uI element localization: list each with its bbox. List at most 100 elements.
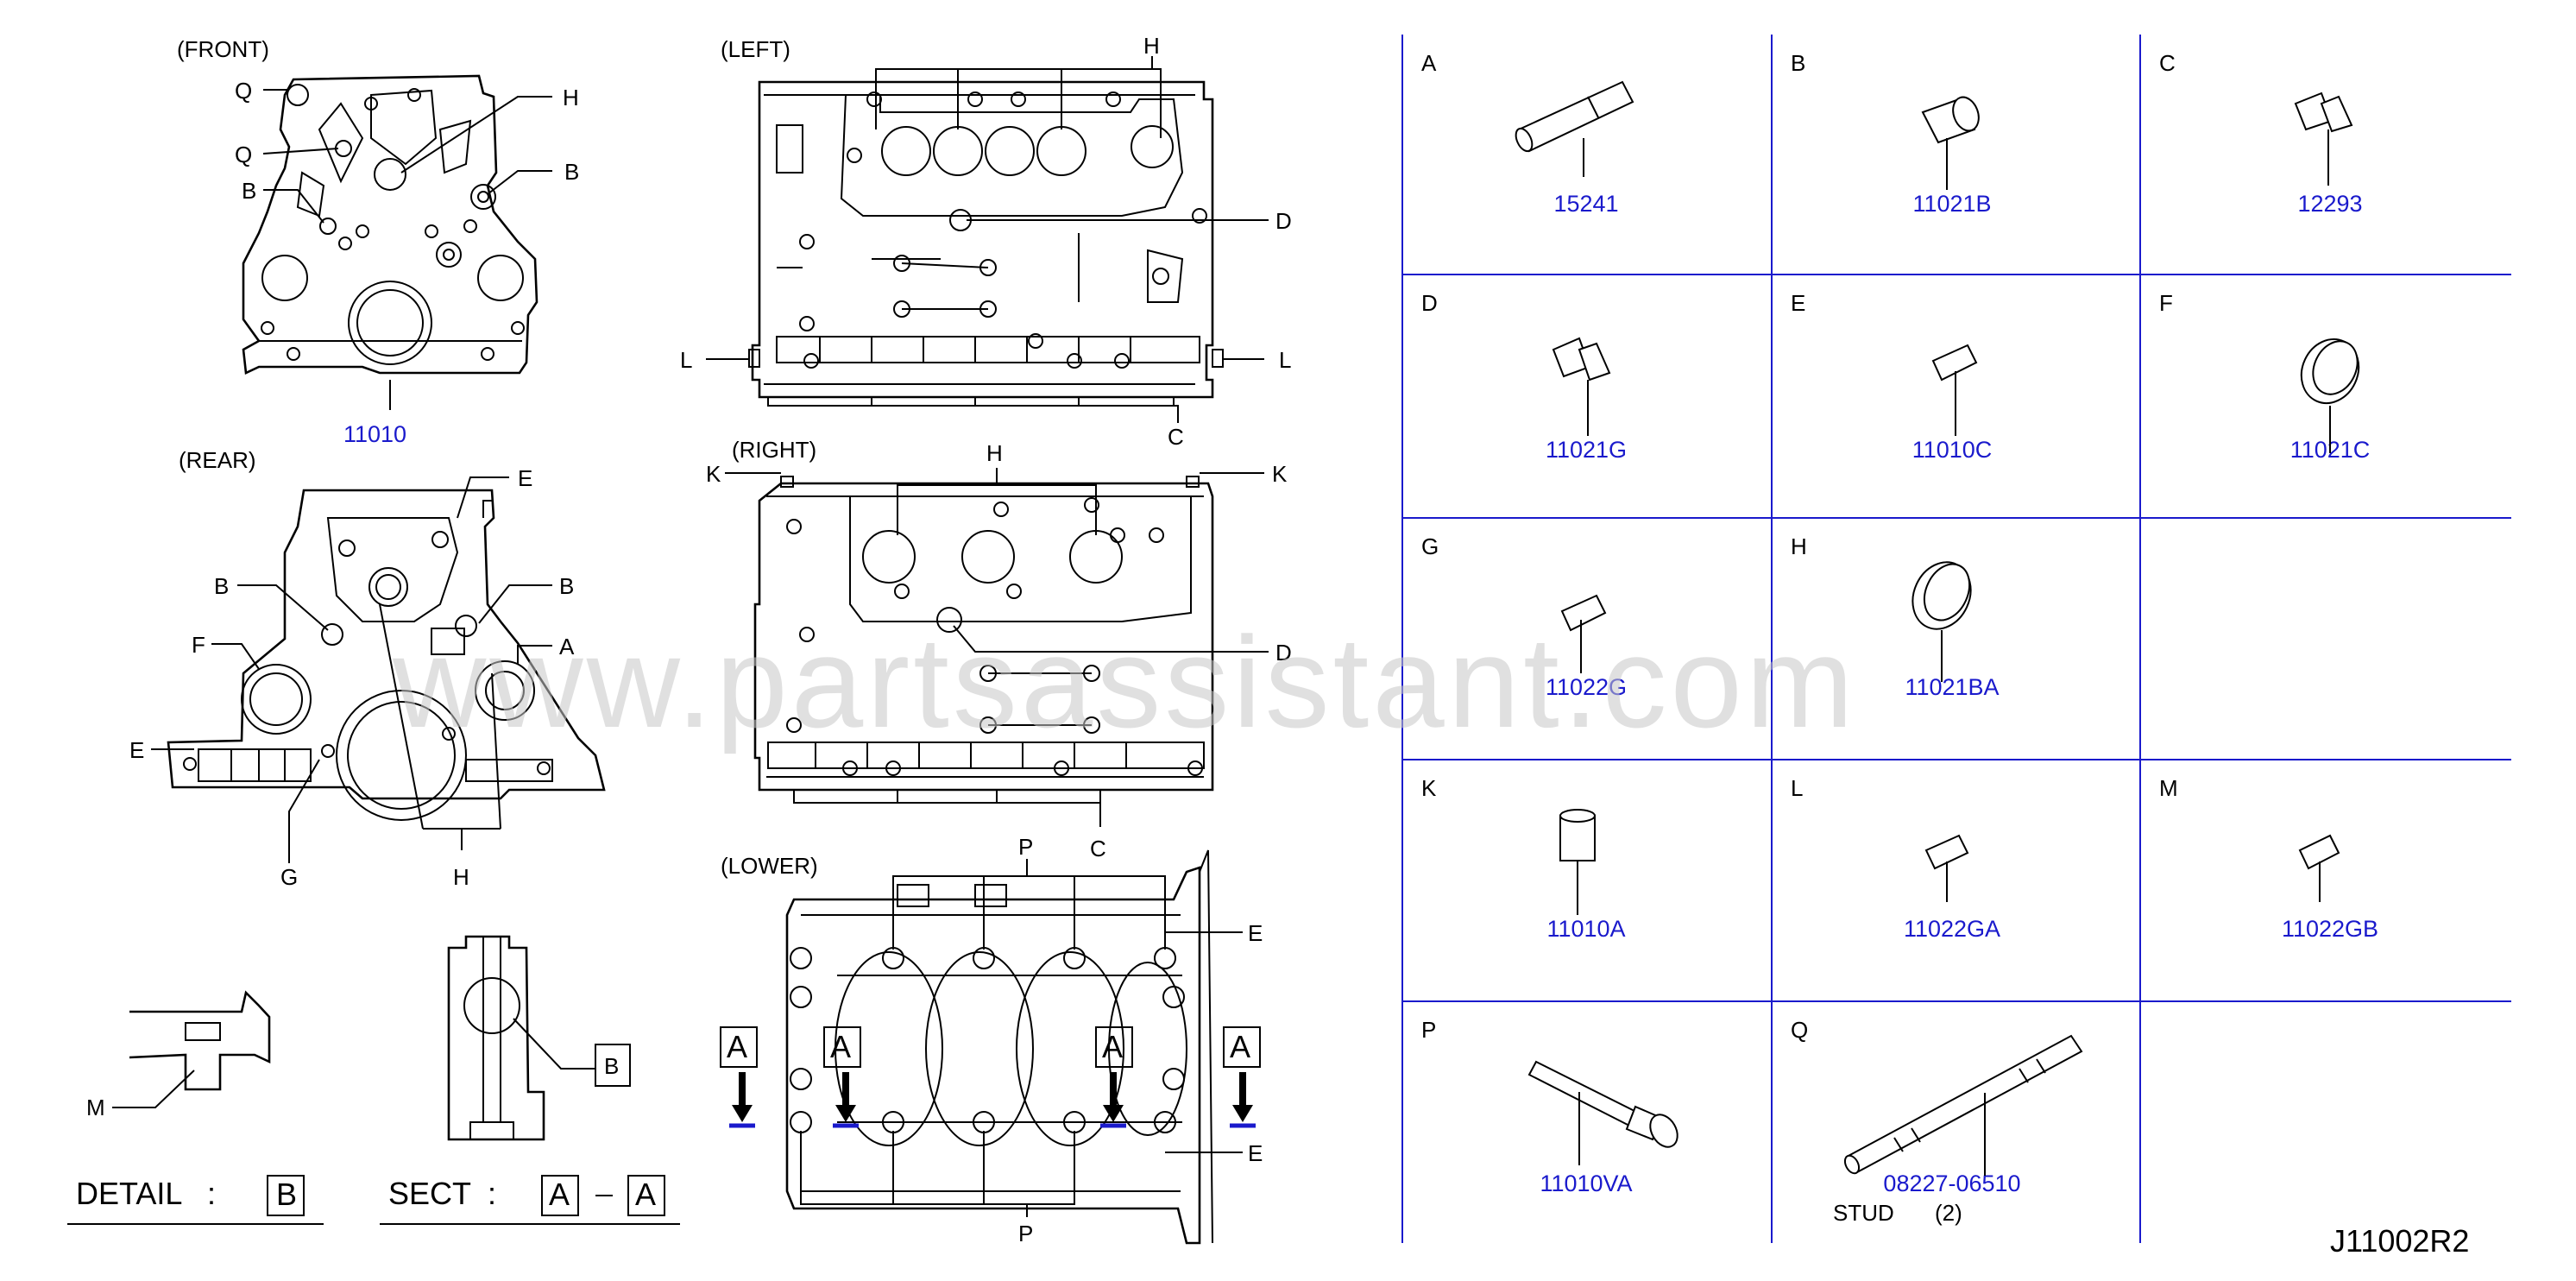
lower-bore-4 xyxy=(1108,962,1187,1136)
section-mark-label: A xyxy=(830,1029,851,1064)
cell-letter: P xyxy=(1421,1017,1436,1043)
parts-grid-cell: B 11021B xyxy=(1791,50,1992,217)
callout-k: K xyxy=(1272,461,1288,487)
cell-letter: A xyxy=(1421,50,1437,76)
callout-b: B xyxy=(214,573,229,599)
rear-view-title: (REAR) xyxy=(179,447,256,473)
detail-section-area: M B DETAIL : B SECT : A A xyxy=(67,935,680,1225)
parts-grid-cell: G 11022G xyxy=(1421,533,1627,700)
callout-l: L xyxy=(1279,347,1291,373)
callout-m: M xyxy=(86,1095,105,1120)
left-view: (LEFT) xyxy=(680,33,1292,450)
cell-letter: Q xyxy=(1791,1017,1808,1043)
callout-b: B xyxy=(559,573,574,599)
detail-caption: DETAIL : B xyxy=(67,1175,324,1225)
callout-e: E xyxy=(129,737,144,763)
callout-e: E xyxy=(1248,1140,1263,1166)
callout-e: E xyxy=(518,465,532,491)
front-view-title: (FRONT) xyxy=(177,36,269,62)
section-marker-a: A xyxy=(1095,1026,1133,1128)
parts-grid-cell: A 15241 xyxy=(1421,50,1619,217)
right-block-outline xyxy=(753,482,1214,792)
plug-bolt-icon xyxy=(1552,337,1611,436)
lower-block-outline xyxy=(785,866,1201,1245)
callout-d: D xyxy=(1275,208,1292,234)
section-marker-a: A xyxy=(1223,1026,1261,1128)
right-view: (RIGHT) K H K xyxy=(706,437,1292,861)
callout-h: H xyxy=(453,864,469,890)
diagram-code: J11002R2 xyxy=(2330,1223,2469,1259)
part-number: 11022GA xyxy=(1904,916,2000,942)
callout-q: Q xyxy=(235,78,252,104)
sect-colon: : xyxy=(488,1176,496,1211)
bolt-icon xyxy=(1527,1060,1678,1165)
callout-d: D xyxy=(1275,640,1292,666)
detail-ref: B xyxy=(276,1177,297,1212)
part-number: 12293 xyxy=(2297,191,2362,217)
cell-letter: G xyxy=(1421,533,1439,559)
front-view: (FRONT) Q Q H xyxy=(177,36,579,447)
callout-c: C xyxy=(1168,424,1184,450)
part-number: 11021B xyxy=(1912,191,1991,217)
cell-letter: K xyxy=(1421,775,1437,801)
dowel-icon xyxy=(1931,344,1978,436)
dowel-icon xyxy=(1924,834,1969,902)
callout-c: C xyxy=(1090,836,1106,861)
parts-grid-cell: M 11022GB xyxy=(2159,775,2378,942)
part-number: 11022GB xyxy=(2282,916,2378,942)
pin-icon xyxy=(1515,80,1634,177)
part-number: 11021G xyxy=(1546,437,1627,463)
rear-block-outline xyxy=(167,489,606,800)
rear-view: (REAR) E B B A F xyxy=(129,447,606,890)
dowel-icon xyxy=(1560,594,1607,673)
plug-bolt-icon xyxy=(2294,92,2353,186)
callout-p: P xyxy=(1018,834,1033,860)
part-icons xyxy=(1515,80,2360,1176)
callout-b: B xyxy=(604,1053,619,1079)
section-caption: SECT : A A xyxy=(380,1175,680,1225)
detail-colon: : xyxy=(207,1176,216,1211)
part-number: 11010VA xyxy=(1540,1171,1632,1196)
callout-p: P xyxy=(1018,1221,1033,1246)
section-marker-a: A xyxy=(823,1026,861,1128)
lower-view-title: (LOWER) xyxy=(721,853,818,879)
parts-grid-cell: K 11010A xyxy=(1421,775,1626,942)
part-quantity: (2) xyxy=(1935,1200,1962,1226)
section-mark-label: A xyxy=(1102,1029,1123,1064)
part-number: 11021BA xyxy=(1905,674,1999,700)
cup-plug-icon xyxy=(1912,561,1972,682)
cell-letter: M xyxy=(2159,775,2178,801)
callout-e: E xyxy=(1248,920,1263,946)
stud-icon xyxy=(1843,1034,2083,1176)
plug-icon xyxy=(1921,96,1980,190)
callout-h: H xyxy=(1143,33,1160,59)
section-marker-a: A xyxy=(720,1026,758,1128)
section-mark-label: A xyxy=(1230,1029,1250,1064)
left-view-title: (LEFT) xyxy=(721,36,790,62)
callout-q: Q xyxy=(235,142,252,167)
sect-ref-2: A xyxy=(635,1177,656,1212)
cell-letter: B xyxy=(1791,50,1805,76)
sect-label: SECT xyxy=(388,1176,471,1211)
part-note: STUD xyxy=(1833,1200,1894,1226)
part-number: 15241 xyxy=(1553,191,1618,217)
section-mark-label: A xyxy=(727,1029,747,1064)
callout-g: G xyxy=(280,864,298,890)
part-number: 11010A xyxy=(1546,916,1625,942)
callout-a: A xyxy=(559,634,575,659)
callout-b: B xyxy=(242,178,256,204)
cell-letter: F xyxy=(2159,290,2173,316)
callout-h: H xyxy=(986,440,1003,466)
callout-l: L xyxy=(680,347,692,373)
part-number: 11022G xyxy=(1546,674,1627,700)
callout-b: B xyxy=(564,159,579,185)
cell-letter: L xyxy=(1791,775,1803,801)
front-block-outline xyxy=(242,74,539,375)
callout-k: K xyxy=(706,461,721,487)
part-number: 08227-06510 xyxy=(1883,1171,2020,1196)
